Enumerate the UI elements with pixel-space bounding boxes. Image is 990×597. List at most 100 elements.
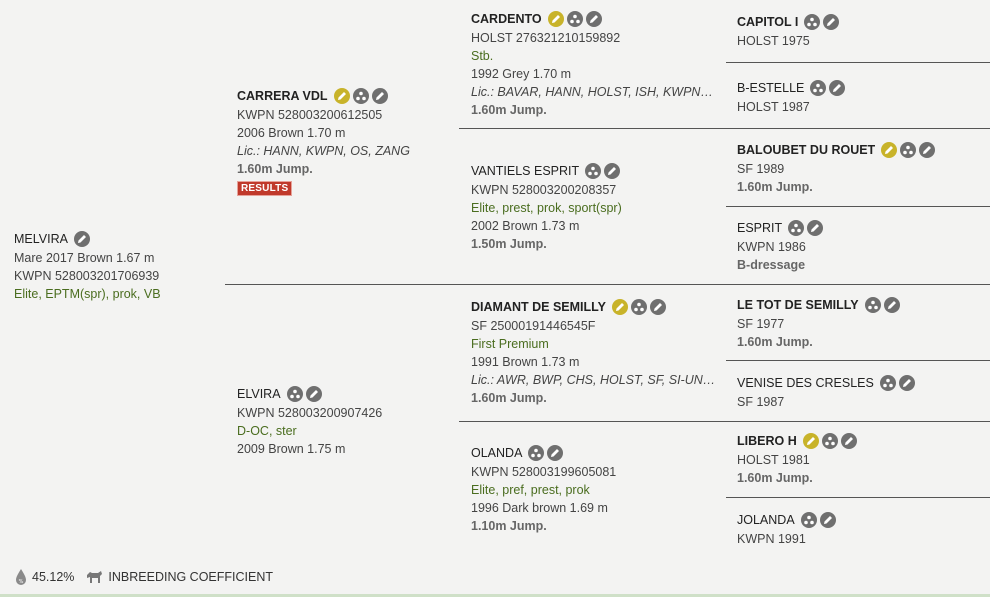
horse-name[interactable]: DIAMANT DE SEMILLY [471, 300, 606, 314]
horse-details: Mare 2017 Brown 1.67 m [14, 251, 155, 265]
horse-name[interactable]: JOLANDA [737, 513, 795, 527]
pedigree-icon[interactable] [585, 163, 602, 179]
pedigree-icon[interactable] [864, 297, 881, 313]
pencil-icon[interactable] [585, 11, 602, 27]
horse-details: SF 1987 [737, 395, 785, 409]
pencil-icon[interactable] [73, 231, 90, 247]
horse-predicates: Elite, EPTM(spr), prok, VB [14, 287, 161, 301]
horse-performance: 1.60m Jump. [237, 162, 313, 176]
divider-ggp-3 [726, 360, 990, 361]
horse-registration: KWPN 528003201706939 [14, 269, 160, 283]
medal-icon[interactable] [802, 433, 819, 449]
pedigree-icon[interactable] [804, 14, 821, 30]
horse-name[interactable]: ELVIRA [237, 387, 281, 401]
dam-sire-dam: VENISE DES CRESLES SF 1987 [737, 373, 915, 411]
horse-name[interactable]: CARRERA VDL [237, 89, 328, 103]
horse-predicates: Stb. [471, 49, 494, 63]
dam-sire: DIAMANT DE SEMILLY SF 25000191446545F Fi… [471, 297, 716, 407]
pedigree-icon[interactable] [800, 512, 817, 528]
horse-name[interactable]: LE TOT DE SEMILLY [737, 298, 859, 312]
pencil-icon[interactable] [807, 220, 824, 236]
divider-ggp-2 [726, 206, 990, 207]
pedigree-icon[interactable] [566, 11, 583, 27]
horse-registration: SF 25000191446545F [471, 319, 596, 333]
svg-text:%: % [19, 579, 24, 585]
horse-performance: 1.60m Jump. [737, 335, 813, 349]
horse-details: SF 1977 [737, 317, 785, 331]
sire-dam-sire: BALOUBET DU ROUET SF 1989 1.60m Jump. [737, 140, 936, 196]
horse-details: 2009 Brown 1.75 m [237, 442, 346, 456]
medal-icon[interactable] [547, 11, 564, 27]
inbreeding-label: INBREEDING COEFFICIENT [108, 570, 273, 584]
sire-sire-dam: B-ESTELLE HOLST 1987 [737, 78, 846, 116]
pencil-icon[interactable] [371, 88, 388, 104]
results-button[interactable]: RESULTS [237, 181, 293, 196]
sire-dam: VANTIELS ESPRIT KWPN 528003200208357 Eli… [471, 161, 716, 253]
pencil-icon[interactable] [898, 375, 915, 391]
pencil-icon[interactable] [305, 386, 322, 402]
divider-dam-grandparents [459, 421, 990, 422]
horse-performance: 1.10m Jump. [471, 519, 547, 533]
inbreeding-coefficient: % 45.12% INBREEDING COEFFICIENT [14, 568, 273, 586]
horse-details: HOLST 1987 [737, 100, 810, 114]
horse-registration: KWPN 528003199605081 [471, 465, 617, 479]
horse-name[interactable]: ESPRIT [737, 221, 783, 235]
divider-ggp-1 [726, 62, 990, 63]
sire-sire-sire: CAPITOL I HOLST 1975 [737, 12, 840, 50]
horse-name[interactable]: MELVIRA [14, 232, 68, 246]
pedigree-icon[interactable] [821, 433, 838, 449]
pencil-icon[interactable] [919, 142, 936, 158]
horse-name[interactable]: VANTIELS ESPRIT [471, 164, 580, 178]
horse-performance: 1.60m Jump. [471, 391, 547, 405]
pencil-icon[interactable] [547, 445, 564, 461]
horse-name[interactable]: CARDENTO [471, 12, 542, 26]
horse-predicates: First Premium [471, 337, 549, 351]
medal-icon[interactable] [333, 88, 350, 104]
horse-licences: Lic.: HANN, KWPN, OS, ZANG [237, 144, 410, 158]
pedigree-icon[interactable] [810, 80, 827, 96]
horse-details: 1996 Dark brown 1.69 m [471, 501, 608, 515]
horse-name[interactable]: CAPITOL I [737, 15, 799, 29]
horse-name[interactable]: B-ESTELLE [737, 81, 805, 95]
pencil-icon[interactable] [883, 297, 900, 313]
pedigree-icon[interactable] [879, 375, 896, 391]
horse-performance: B-dressage [737, 258, 806, 272]
horse-details: 1991 Brown 1.73 m [471, 355, 580, 369]
pedigree-icon[interactable] [788, 220, 805, 236]
medal-icon[interactable] [881, 142, 898, 158]
horse-details: HOLST 1975 [737, 34, 810, 48]
sire-sire: CARDENTO HOLST 276321210159892 Stb. 1992… [471, 9, 716, 119]
pencil-icon[interactable] [649, 299, 666, 315]
pedigree-icon[interactable] [630, 299, 647, 315]
pedigree-icon[interactable] [900, 142, 917, 158]
pencil-icon[interactable] [840, 433, 857, 449]
dam-dam: OLANDA KWPN 528003199605081 Elite, pref,… [471, 443, 716, 535]
horse-registration: KWPN 528003200208357 [471, 183, 617, 197]
horse-name[interactable]: LIBERO H [737, 434, 797, 448]
horse-performance: 1.60m Jump. [737, 471, 813, 485]
pedigree-icon[interactable] [528, 445, 545, 461]
inbreeding-percentage: 45.12% [32, 570, 75, 584]
horse-name[interactable]: BALOUBET DU ROUET [737, 143, 876, 157]
pencil-icon[interactable] [829, 80, 846, 96]
horse-licences: Lic.: AWR, BWP, CHS, HOLST, SF, SI-UNIRE… [471, 373, 716, 387]
pencil-icon[interactable] [819, 512, 836, 528]
pedigree-icon[interactable] [352, 88, 369, 104]
pedigree-icon[interactable] [286, 386, 303, 402]
horse-registration: KWPN 528003200907426 [237, 406, 383, 420]
pencil-icon[interactable] [823, 14, 840, 30]
pencil-icon[interactable] [604, 163, 621, 179]
inbreeding-drop-icon: % [16, 569, 26, 585]
page-bottom-bar [0, 594, 990, 597]
medal-icon[interactable] [611, 299, 628, 315]
horse-predicates: D-OC, ster [237, 424, 297, 438]
dam-dam-dam: JOLANDA KWPN 1991 [737, 510, 836, 548]
horse-details: SF 1989 [737, 162, 785, 176]
horse-performance: 1.60m Jump. [471, 103, 547, 117]
divider-parents [225, 284, 990, 285]
horse-name[interactable]: VENISE DES CRESLES [737, 376, 874, 390]
horse-predicates: Elite, prest, prok, sport(spr) [471, 201, 622, 215]
horse-details: 1992 Grey 1.70 m [471, 67, 572, 81]
horse-name[interactable]: OLANDA [471, 446, 523, 460]
horse-registration: HOLST 276321210159892 [471, 31, 621, 45]
